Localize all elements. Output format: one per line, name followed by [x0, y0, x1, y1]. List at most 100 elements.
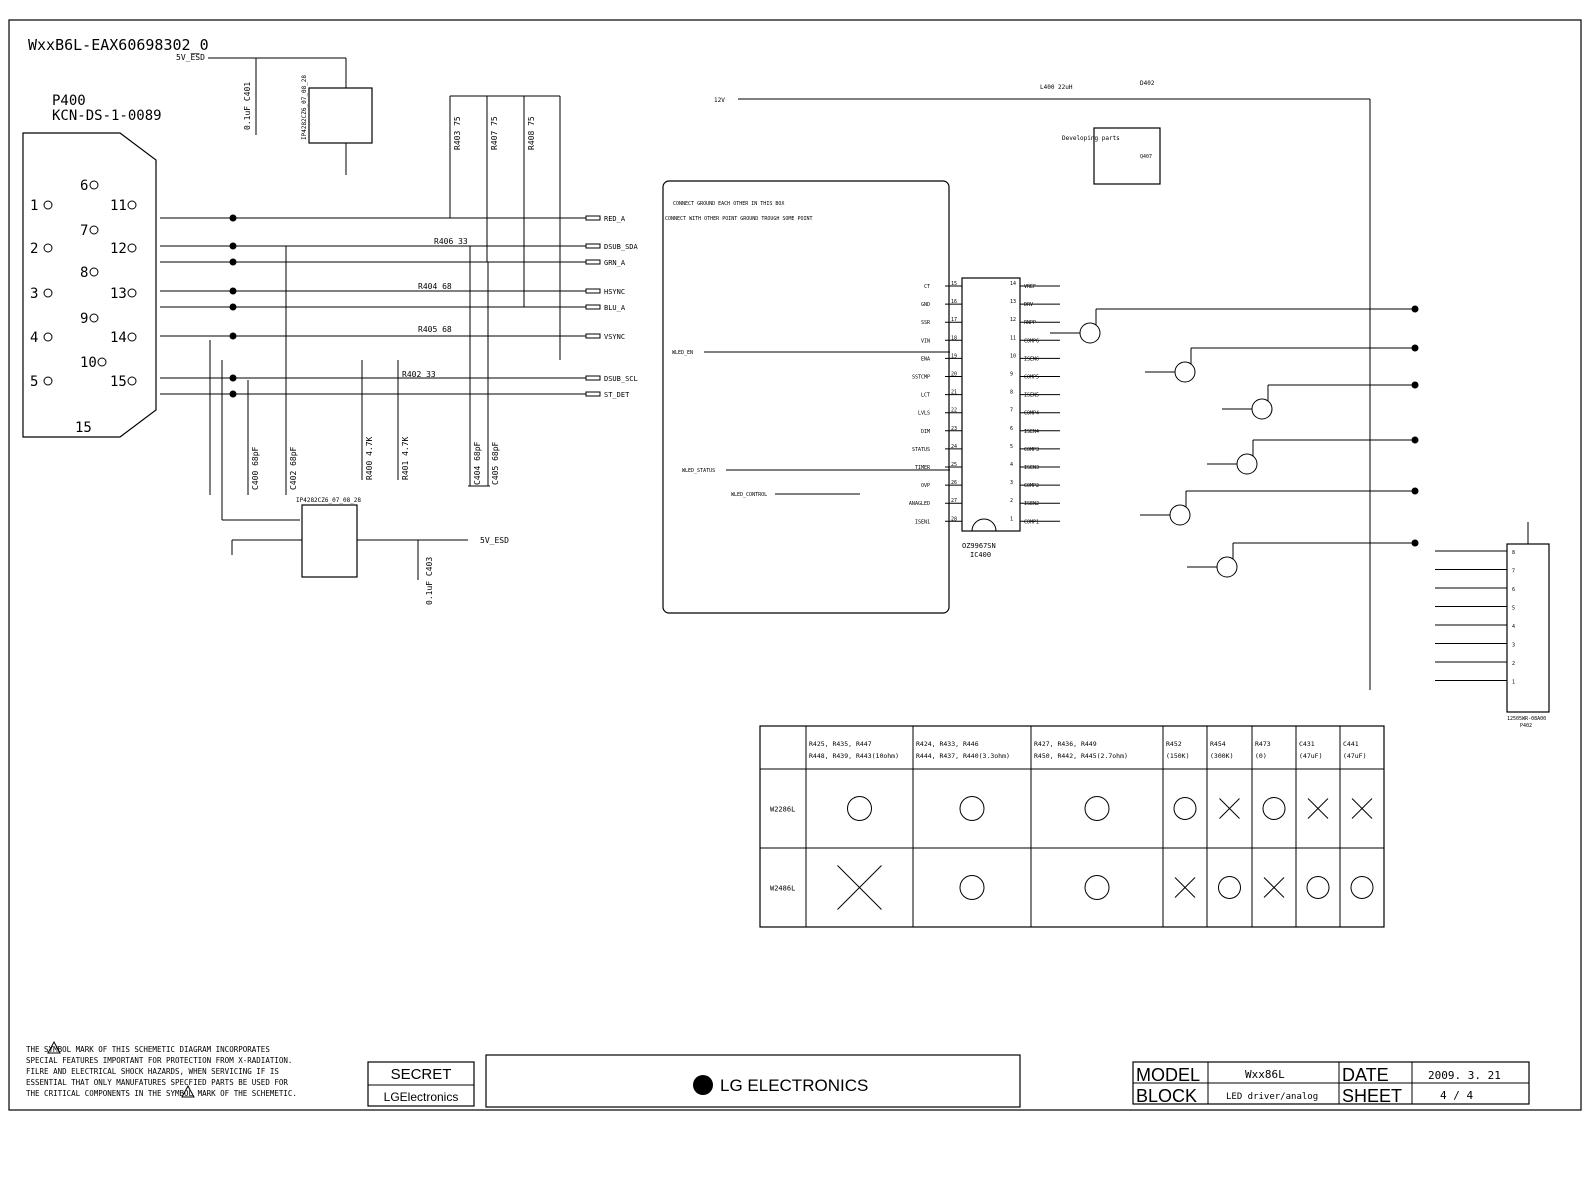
ic-pin-number: 20	[951, 372, 957, 378]
connector-ref: P400	[52, 93, 86, 109]
termination-resistors	[449, 95, 561, 360]
box-note-1: CONNECT GROUND EACH OTHER IN THIS BOX	[673, 201, 784, 207]
option-table-header: (150K)	[1166, 752, 1189, 760]
r404-label: R404 68	[418, 282, 452, 291]
led-driver-channels	[1040, 285, 1419, 578]
option-mark-circle	[847, 796, 872, 821]
ic-pin-number: 12	[1010, 317, 1016, 323]
ic-pin-number: 25	[951, 462, 957, 468]
ic-pin-name: SSR	[921, 320, 931, 326]
ic-pin-name: ISEN2	[1024, 501, 1039, 507]
ic-pin-number: 17	[951, 317, 957, 323]
ic-pin-name: TIMER	[915, 465, 931, 471]
offpage-connector	[585, 288, 601, 294]
c402-label: C402 68pF	[289, 446, 298, 490]
ic-pin-number: 16	[951, 299, 957, 305]
ic-pin-name: COMP6	[1024, 338, 1039, 344]
connector-pin-label: 14	[110, 330, 127, 346]
secret-brand: LGElectronics	[384, 1090, 459, 1104]
option-table-header: R473	[1255, 740, 1271, 748]
signal-label: GRN_A	[604, 259, 626, 267]
ic400-notch	[971, 518, 997, 532]
block-label: BLOCK	[1136, 1086, 1197, 1106]
net-5v-esd-top: 5V_ESD	[176, 53, 205, 62]
transistor-icon	[1236, 453, 1258, 475]
connector-pin-label: 2	[30, 241, 38, 257]
ic-pin-name: DRV	[1024, 302, 1033, 308]
ic-pin-name: OVP	[921, 483, 930, 489]
r403-label: R403 75	[453, 116, 462, 150]
ic-pin-number: 14	[1010, 281, 1016, 287]
ic-pin-name: ISEN3	[1024, 465, 1039, 471]
lower-left-parts	[209, 246, 490, 521]
connector-pin-icon	[127, 243, 137, 253]
ic400-ref: IC400	[970, 551, 991, 559]
d409-ic	[301, 504, 358, 578]
junction-dot	[1411, 381, 1419, 389]
ic-pin-number: 2	[1010, 498, 1013, 504]
input-wled-control: WLED_CONTROL	[731, 492, 767, 498]
r406-label: R406 33	[434, 237, 468, 246]
ic-pin-name: ANAGLED	[909, 501, 930, 507]
p402-ref: P402	[1520, 723, 1532, 729]
p402-pin-number: 5	[1512, 606, 1515, 612]
ic-pin-name: COMP4	[1024, 411, 1039, 417]
d401-label: IP4282CZ6_07_08_28	[301, 75, 308, 140]
warning-line-2: SPECIAL FEATURES IMPORTANT FOR PROTECTIO…	[26, 1056, 292, 1065]
connector-pin-icon	[127, 376, 137, 386]
box-note-2: CONNECT WITH OTHER POINT GROUND TROUGH S…	[665, 216, 813, 222]
junction-dot	[229, 303, 237, 311]
block-value: LED driver/analog	[1226, 1092, 1318, 1102]
connector-pin-label: 9	[80, 311, 88, 327]
c404-label: C404 68pF	[473, 441, 482, 485]
offpage-connector	[585, 304, 601, 310]
c403-label: 0.1uF C403	[425, 557, 434, 605]
p402-pin-number: 8	[1512, 550, 1515, 556]
offpage-connector	[585, 215, 601, 221]
diode-label: D402	[1140, 80, 1155, 87]
junction-dot	[229, 390, 237, 398]
ic-pin-number: 7	[1010, 408, 1013, 414]
connector-pin-icon	[89, 180, 99, 190]
net-5v-esd-bottom: 5V_ESD	[480, 536, 509, 545]
offpage-connector	[585, 375, 601, 381]
developing-parts-label: Developing parts	[1062, 135, 1120, 142]
ic-pin-name: COMP3	[1024, 447, 1039, 453]
ic-pin-name: ENA	[921, 356, 930, 362]
warning-triangle-icon	[181, 1084, 195, 1098]
signal-label: HSYNC	[604, 288, 625, 296]
drawing-id: WxxB6L-EAX60698302_0	[28, 36, 209, 54]
connector-pin-icon	[127, 332, 137, 342]
ic-pin-number: 18	[951, 335, 957, 341]
ic-pin-number: 13	[1010, 299, 1016, 305]
option-table-header: R425, R435, R447	[809, 740, 872, 748]
transistor-icon	[1169, 504, 1191, 526]
ic-pin-name: LVLS	[918, 411, 930, 417]
option-table-header: R427, R436, R449	[1034, 740, 1097, 748]
inductor-label: L400 22uH	[1040, 84, 1073, 91]
option-table-header: R424, R433, R446	[916, 740, 979, 748]
connector-pin-icon	[43, 288, 53, 298]
r408-label: R408 75	[527, 116, 536, 150]
junction-dot	[229, 258, 237, 266]
junction-dot	[1411, 344, 1419, 352]
ic-pin-number: 5	[1010, 444, 1013, 450]
p402-pin-number: 6	[1512, 587, 1515, 593]
sheet-value: 4 / 4	[1440, 1089, 1473, 1102]
c400-label: C400 68pF	[251, 446, 260, 490]
ic400-pins: 15CT16GND17SSR18VIN19ENA20SSTCMP21LCT22L…	[909, 281, 1040, 525]
ic-pin-number: 21	[951, 390, 957, 396]
junction-dot	[1411, 436, 1419, 444]
connector-pin-count: 15	[75, 420, 92, 436]
model-label: MODEL	[1136, 1065, 1200, 1085]
ic-pin-number: 19	[951, 353, 957, 359]
c405-label: C405 68pF	[491, 441, 500, 485]
ic-pin-name: COMP1	[1024, 519, 1039, 525]
option-mark-cross	[1307, 798, 1329, 819]
ic-pin-name: STATUS	[912, 447, 930, 453]
warning-line-3: FILRE AND ELECTRICAL SHOCK HAZARDS, WHEN…	[26, 1067, 279, 1076]
transistor-icon	[1079, 322, 1101, 344]
